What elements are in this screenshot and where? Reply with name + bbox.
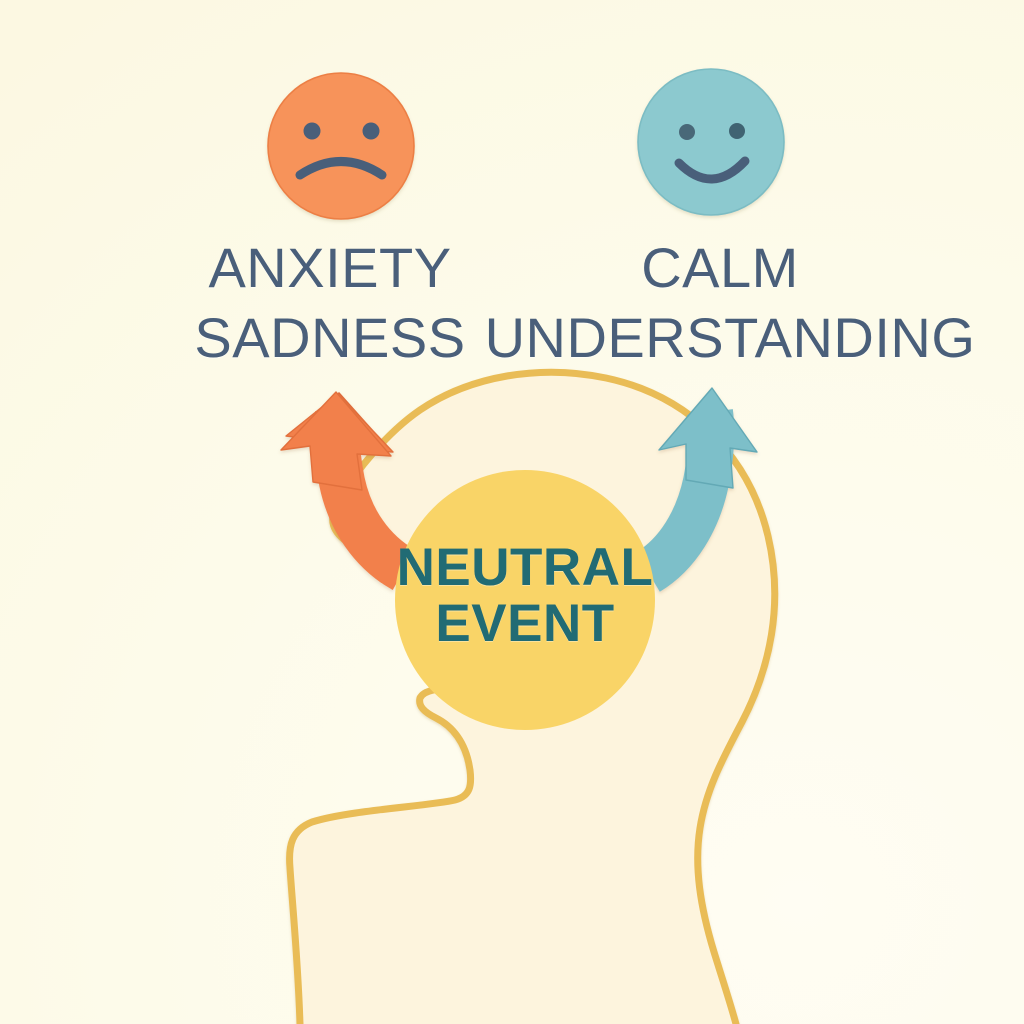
sad-face-eye-left [303, 122, 321, 140]
arrow-right-head [658, 387, 758, 489]
happy-face-smile-mouth [674, 156, 750, 184]
happy-face-eye-right [729, 123, 745, 139]
happy-face-circle [637, 68, 785, 216]
positive-label-line1: CALM [641, 236, 799, 299]
arrow-left-head-clean [280, 391, 392, 491]
negative-label-line1: ANXIETY [208, 236, 452, 299]
positive-interpretation-arrow[interactable] [635, 387, 758, 592]
neutral-event-node[interactable] [395, 470, 655, 730]
happy-face-icon[interactable] [637, 68, 785, 216]
positive-label-line2: UNDERSTANDING [484, 306, 976, 369]
sad-face-circle [267, 72, 415, 220]
neutral-event-circle [395, 470, 655, 730]
sad-face-eye-right [362, 122, 380, 140]
negative-interpretation-arrow[interactable] [280, 391, 423, 591]
sad-face-icon[interactable] [267, 72, 415, 220]
negative-label-line2: SADNESS [194, 306, 466, 369]
happy-face-eye-left [679, 124, 695, 140]
sad-face-frown-mouth [295, 157, 387, 180]
